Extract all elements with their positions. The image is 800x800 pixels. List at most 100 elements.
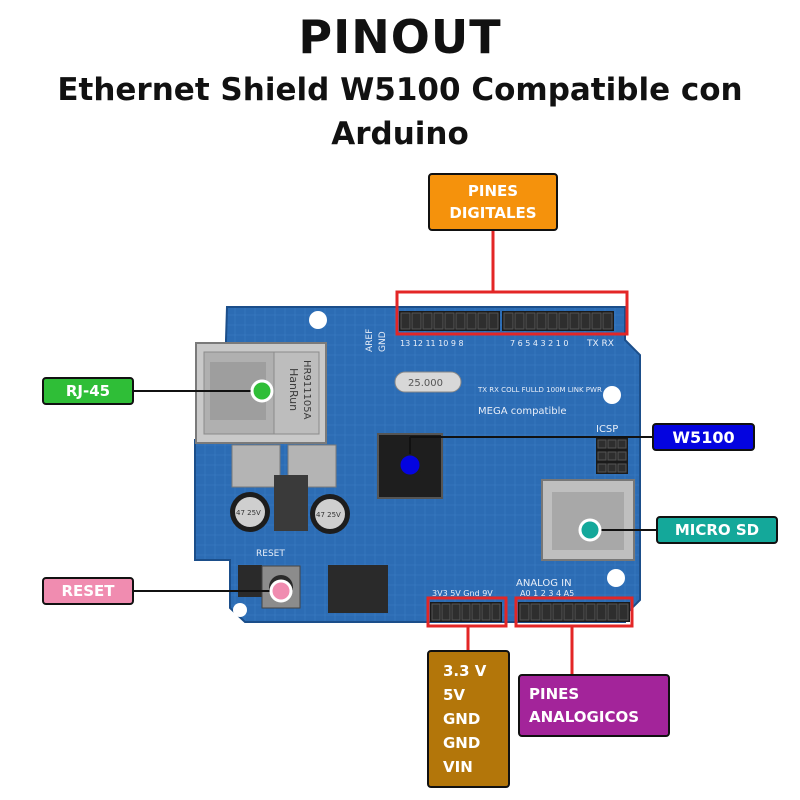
icsp-header-pin (597, 439, 607, 449)
silk-power-pins: 3V3 5V Gnd 9V (432, 589, 493, 598)
digital-header-pin (503, 312, 514, 330)
analog-header-pin (552, 603, 563, 621)
power-header-pin (441, 603, 451, 621)
silk-icsp: ICSP (596, 424, 618, 435)
analog-header-pin (574, 603, 585, 621)
rj45-marker-dot (250, 379, 274, 403)
icsp-header-pin (607, 451, 617, 461)
digital-header-pin (591, 312, 602, 330)
digital-header-pin (455, 312, 466, 330)
digital-header-pin (400, 312, 411, 330)
silk-reset: RESET (256, 549, 285, 559)
analog-header-pin (607, 603, 618, 621)
icsp-header-pin (617, 439, 627, 449)
digital-header-pin (444, 312, 455, 330)
digital-header (399, 311, 614, 331)
silk-hdr-left: 13 12 11 10 9 8 (400, 339, 464, 348)
silk-leds: TX RX COLL FULLD 100M LINK PWR (477, 386, 602, 394)
power-pin-3v3: 3.3 V (443, 662, 487, 680)
digital-header-pin (433, 312, 444, 330)
analog-header-pin (596, 603, 607, 621)
digital-header-pin (602, 312, 613, 330)
crystal-text: 25.000 (408, 378, 443, 389)
icsp-header (596, 438, 628, 474)
digital-header-pin (477, 312, 488, 330)
digital-header-pin (547, 312, 558, 330)
power-pins-label: 3.3 V 5V GND GND VIN (427, 650, 510, 788)
ic-chip (328, 565, 388, 613)
digital-header-pin (558, 312, 569, 330)
analog-header-pin (618, 603, 629, 621)
digital-header-pin (422, 312, 433, 330)
power-pin-5v: 5V (443, 686, 466, 704)
digital-pins-highlight (395, 290, 629, 336)
icsp-header-pin (617, 463, 627, 473)
digital-header-pin (580, 312, 591, 330)
mount-hole (309, 311, 327, 329)
digital-header-pin (536, 312, 547, 330)
microsd-marker-dot (578, 518, 602, 542)
silk-hdr-right: 7 6 5 4 3 2 1 0 (510, 339, 569, 348)
analog-header-pin (585, 603, 596, 621)
power-header-pin (481, 603, 491, 621)
microsd-label: MICRO SD (656, 516, 778, 544)
analog-pins-highlight (514, 596, 634, 628)
power-header-pin (461, 603, 471, 621)
analog-header-pin (519, 603, 530, 621)
analog-header-pin (541, 603, 552, 621)
digital-header-pin (514, 312, 525, 330)
analog-header-pin (563, 603, 574, 621)
silk-mega: MEGA compatible (478, 406, 567, 417)
capacitor: 47 25V (230, 492, 270, 532)
inductor (287, 444, 337, 488)
ic-chip (238, 565, 262, 597)
digital-header-pin (488, 312, 499, 330)
w5100-label: W5100 (652, 423, 755, 451)
analog-header-pin (530, 603, 541, 621)
page-title: PINOUT (298, 10, 502, 64)
hanrun-code-text: HR911105A (301, 360, 312, 420)
silk-tx-rx: TX RX (586, 339, 614, 349)
digital-header-pin (569, 312, 580, 330)
icsp-header-pin (617, 451, 627, 461)
power-header-pin (451, 603, 461, 621)
icsp-header-pin (607, 463, 617, 473)
rj45-jack: HanRun HR911105A (195, 342, 327, 444)
power-header (430, 602, 502, 622)
power-header-pin (431, 603, 441, 621)
rj45-label: RJ-45 (42, 377, 134, 405)
silk-analog-pins: A0 1 2 3 4 A5 (520, 589, 574, 598)
analog-pins-label: PINES ANALOGICOS (518, 674, 670, 737)
analog-header (518, 602, 630, 622)
crystal (394, 371, 462, 393)
page-subtitle: Ethernet Shield W5100 Compatible con Ard… (57, 72, 743, 152)
reset-marker-dot (269, 579, 293, 603)
mount-hole (607, 569, 625, 587)
power-pin-gnd-2: GND (443, 734, 481, 752)
icsp-header-pin (597, 463, 607, 473)
svg-text:47 25V: 47 25V (316, 511, 341, 519)
digital-pins-label: PINES DIGITALES (428, 173, 558, 231)
digital-header-pin (411, 312, 422, 330)
inductor (231, 444, 281, 488)
icsp-header-pin (607, 439, 617, 449)
capacitor: 47 25V (310, 494, 350, 534)
hanrun-text: HanRun (287, 368, 300, 411)
voltage-regulator (274, 475, 308, 531)
power-pin-gnd-1: GND (443, 710, 481, 728)
silk-analog-in: ANALOG IN (516, 578, 572, 589)
power-header-pin (471, 603, 481, 621)
power-header-pin (491, 603, 501, 621)
reset-label: RESET (42, 577, 134, 605)
icsp-header-pin (597, 451, 607, 461)
digital-header-pin (466, 312, 477, 330)
w5100-marker-dot (397, 452, 423, 478)
power-pin-vin: VIN (443, 758, 473, 776)
mount-hole (603, 386, 621, 404)
silk-gnd: GND (378, 331, 388, 352)
mount-hole (233, 603, 247, 617)
silk-aref: AREF (365, 329, 375, 352)
svg-text:47 25V: 47 25V (236, 509, 261, 517)
digital-header-pin (525, 312, 536, 330)
